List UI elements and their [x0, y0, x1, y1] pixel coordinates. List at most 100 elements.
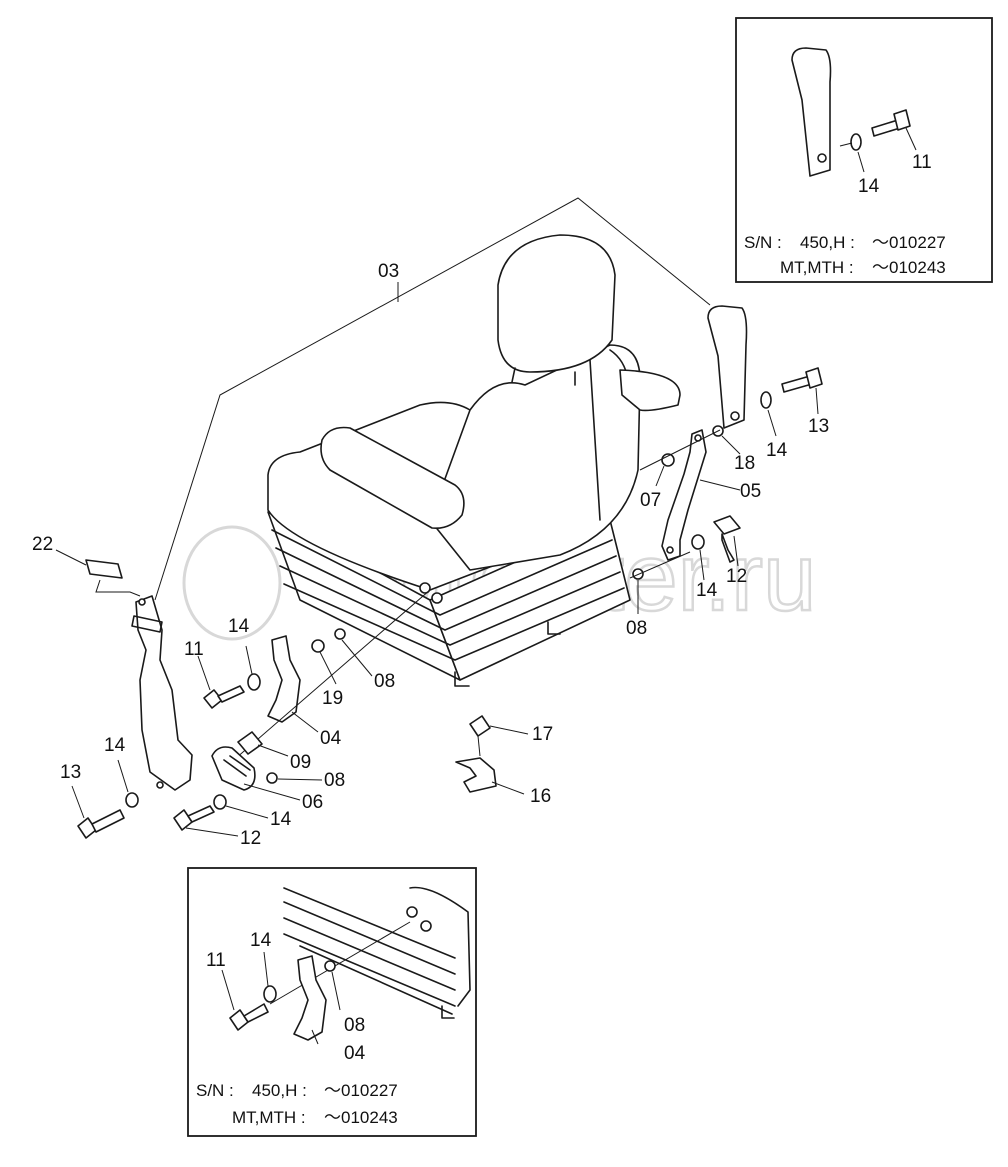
inset-bottom-frame	[187, 867, 477, 1137]
washer-14b	[125, 792, 139, 808]
bolt-17-shank	[477, 735, 481, 757]
inset-top-sn-model-1: 450,H :	[800, 233, 855, 252]
inset-top-sn-range-1: ～010227	[872, 233, 946, 252]
bolt-12-shank	[187, 805, 215, 823]
callout-labels: 03 22 11 14 19 08 04 09 08 06 14 14 13 1…	[32, 261, 829, 849]
inset-top: 11 14 S/N : 450,H : ～010227 MT,MTH : ～01…	[735, 17, 993, 283]
callout-14: 14	[766, 440, 788, 461]
inset-bottom-leader-14	[263, 951, 269, 987]
seat-mount-nut	[431, 592, 443, 604]
inset-bottom-mount-nut	[420, 920, 432, 932]
bolt-13-shank	[91, 809, 125, 833]
callout-19: 19	[322, 688, 343, 709]
inset-top-buckle-plate	[791, 47, 832, 177]
belt-slot	[131, 615, 163, 633]
seat-armrest-left	[320, 426, 465, 530]
buckle-06	[211, 746, 256, 791]
nut-08	[334, 628, 346, 640]
callout-14: 14	[696, 580, 718, 601]
callout-12: 12	[726, 566, 747, 587]
inset-bottom-seat-bellows	[283, 887, 456, 1015]
callout-04: 04	[320, 728, 342, 749]
seat-headrest	[497, 234, 616, 373]
buckle-plate-right	[707, 305, 748, 429]
inset-bottom-seat-side	[409, 886, 471, 1007]
leader-12b	[733, 535, 739, 567]
inset-top-sn-model-2: MT,MTH :	[780, 258, 854, 277]
inset-bottom-mount-nut	[406, 906, 418, 918]
nut-08b	[266, 772, 278, 784]
inset-top-callout-14: 14	[858, 176, 880, 197]
inset-top-sn-range-2: ～010243	[872, 258, 946, 277]
bolt-17-head	[469, 715, 491, 737]
leader-16	[491, 781, 525, 795]
inset-bottom-foot	[441, 1005, 455, 1019]
leader-13b	[815, 387, 819, 415]
bracket-04	[267, 635, 301, 723]
washer-14c	[213, 794, 227, 810]
leader-08a	[341, 639, 373, 677]
leader-19	[319, 651, 337, 685]
callout-16: 16	[530, 786, 551, 807]
callout-18: 18	[734, 453, 755, 474]
callout-13: 13	[60, 762, 81, 783]
inset-bottom-sn-range-2: ～010243	[324, 1108, 398, 1127]
inset-bottom-sn-model-1: 450,H :	[252, 1081, 307, 1100]
leader-04	[291, 711, 319, 733]
callout-08: 08	[324, 770, 345, 791]
seat-base-bellows	[271, 529, 625, 661]
callout-13: 13	[808, 416, 829, 437]
inset-top-axis	[839, 142, 853, 147]
inset-bottom-bracket-04	[293, 955, 327, 1041]
inset-bottom-callout-04: 04	[344, 1043, 366, 1064]
inset-bottom-callout-14: 14	[250, 930, 272, 951]
inset-top-frame	[735, 17, 993, 283]
leader-22	[55, 549, 87, 566]
callout-14: 14	[228, 616, 250, 637]
belt-hole	[138, 598, 146, 606]
inset-bottom-nut-08	[324, 960, 336, 972]
callout-03: 03	[378, 261, 399, 282]
callout-12: 12	[240, 828, 261, 849]
seat-headrest-posts	[511, 367, 576, 386]
leader-09	[257, 744, 289, 757]
collar-09	[237, 731, 263, 755]
inset-bottom-axis	[269, 921, 411, 1005]
strap-05	[661, 429, 707, 561]
inset-top-plate-hole	[817, 153, 827, 163]
belt-hole	[156, 781, 164, 789]
axis-line-right	[639, 429, 721, 471]
strap-hole	[666, 546, 674, 554]
seat-belt-strap-left	[135, 595, 193, 791]
inset-bottom-leader-04	[311, 1029, 319, 1045]
leader-08b	[277, 778, 323, 781]
callout-05: 05	[740, 481, 761, 502]
bolt-13b-head	[805, 367, 823, 389]
inset-top-sn-label: S/N :	[744, 233, 782, 252]
leader-17	[489, 725, 529, 735]
leader-22b	[95, 579, 141, 597]
inset-bottom-sn-range-1: ～010227	[324, 1081, 398, 1100]
inset-bottom-sn-label: S/N :	[196, 1081, 234, 1100]
callout-07: 07	[640, 490, 661, 511]
callout-14: 14	[104, 735, 126, 756]
seat-mount-nut	[419, 582, 431, 594]
axis-line	[227, 589, 431, 766]
callout-14: 14	[270, 809, 292, 830]
inset-bottom-sn-model-2: MT,MTH :	[232, 1108, 306, 1127]
bracket-16	[455, 757, 497, 793]
leader-14c	[225, 805, 269, 819]
left-belt-assembly	[55, 549, 431, 839]
callout-17: 17	[532, 724, 553, 745]
seat-backrest	[429, 344, 641, 571]
callout-06: 06	[302, 792, 323, 813]
bracket-16-assembly	[455, 715, 529, 795]
leader-12a	[185, 827, 239, 837]
leader-13a	[71, 785, 85, 819]
washer-14	[247, 673, 261, 691]
inset-top-bolt-head	[893, 109, 911, 131]
seat-base-feet	[454, 621, 561, 687]
buckle-06-detail	[223, 755, 251, 777]
axis-line-right2	[629, 551, 691, 579]
